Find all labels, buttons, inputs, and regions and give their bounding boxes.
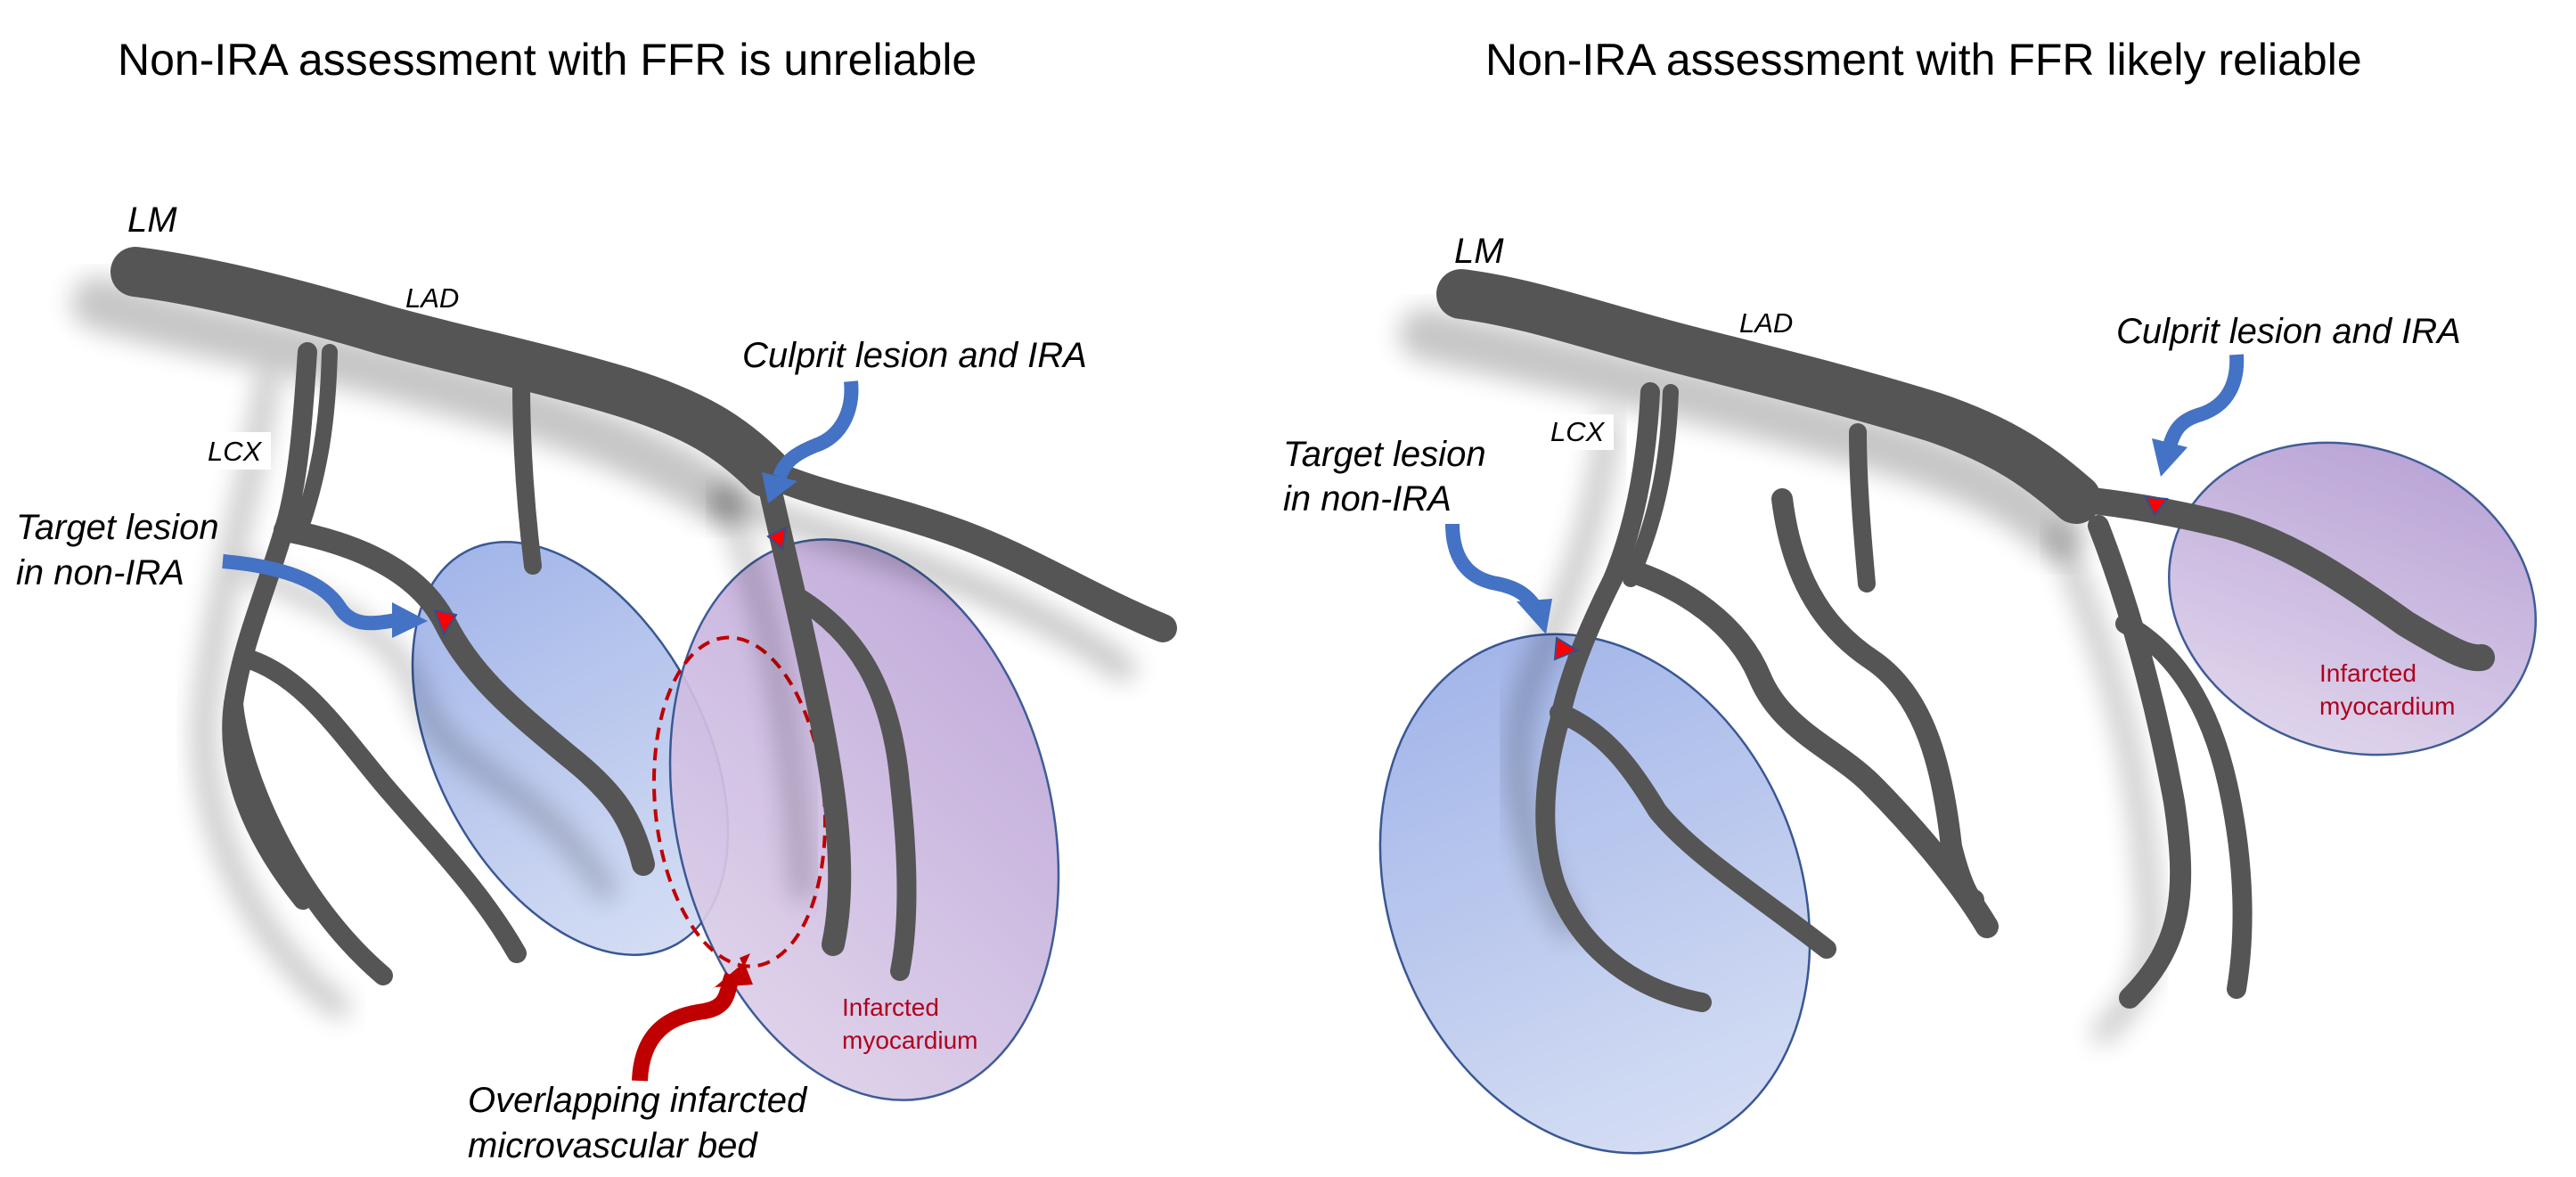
target-label-line1: Target lesion: [1283, 435, 1486, 474]
target-label-line2: in non-IRA: [16, 553, 184, 593]
blue-curved-arrow-icon: [762, 380, 859, 503]
infarct-label-line1: Infarcted: [842, 993, 939, 1021]
lcx-label: LCX: [1550, 416, 1606, 447]
panel-left: Non-IRA assessment with FFR is unreliabl…: [16, 35, 1177, 1165]
culprit-lesion-marker-icon: [2144, 495, 2169, 517]
lm-label: LM: [127, 200, 177, 240]
overlap-label-line1: Overlapping infarcted: [468, 1081, 808, 1120]
non-ira-territory: [1378, 633, 1811, 1155]
panel-right: Non-IRA assessment with FFR likely relia…: [1283, 35, 2537, 1155]
target-lesion-marker-icon: [433, 609, 458, 637]
blue-curved-arrow-icon: [1445, 523, 1552, 634]
infarct-label-line2: myocardium: [2319, 692, 2455, 720]
red-curved-arrow-icon: [632, 953, 753, 1082]
infarct-label-line1: Infarcted: [2319, 659, 2417, 687]
ira-vessel: [2063, 486, 2495, 672]
overlap-label-line2: microvascular bed: [468, 1126, 758, 1165]
lm-lad-vessel: [1436, 269, 2101, 524]
marginal-branch: [1771, 488, 1984, 911]
blue-curved-arrow-icon: [222, 554, 428, 638]
om-lower-branch: [240, 650, 527, 963]
target-label-line2: in non-IRA: [1283, 479, 1452, 519]
lcx-parallel-branch: [290, 344, 338, 543]
diagonal-branch: [512, 374, 542, 575]
culprit-label: Culprit lesion and IRA: [2116, 312, 2461, 351]
lm-label: LM: [1454, 232, 1504, 271]
lad-label: LAD: [1739, 307, 1793, 339]
lcx-label: LCX: [208, 436, 263, 467]
infarct-label-line2: myocardium: [842, 1026, 977, 1054]
om-lower-branch: [1550, 703, 1836, 959]
lcx-label-bg: [198, 432, 271, 470]
lad-label: LAD: [405, 282, 459, 314]
lad-descending-branch-2: [2115, 614, 2253, 999]
blue-curved-arrow-icon: [2152, 354, 2245, 477]
lcx-parallel-branch: [1623, 384, 1679, 587]
lad-descending-branch-1: [2088, 515, 2192, 1009]
lcx-label-bg: [1544, 414, 1614, 450]
infarct-territory: [668, 538, 1060, 1101]
ira-branch-2: [788, 587, 917, 981]
culprit-label: Culprit lesion and IRA: [742, 336, 1087, 375]
obtuse-marginal-vessel: [1617, 559, 1999, 938]
panel-title: Non-IRA assessment with FFR likely relia…: [1485, 35, 2362, 85]
lm-lad-vessel: [110, 247, 791, 497]
target-lesion-marker-icon: [1553, 636, 1580, 661]
lad-distal-vessel: [752, 458, 1177, 642]
diagonal-branch: [1849, 423, 1876, 593]
lcx-outer-branch: [224, 694, 393, 985]
obtuse-marginal-vessel: [274, 519, 655, 876]
lcx-vessel: [222, 342, 317, 910]
culprit-lesion-marker-icon: [766, 526, 788, 551]
target-label-line1: Target lesion: [16, 508, 219, 547]
vessel-shadow: [71, 276, 1136, 1018]
panel-title: Non-IRA assessment with FFR is unreliabl…: [118, 35, 977, 85]
